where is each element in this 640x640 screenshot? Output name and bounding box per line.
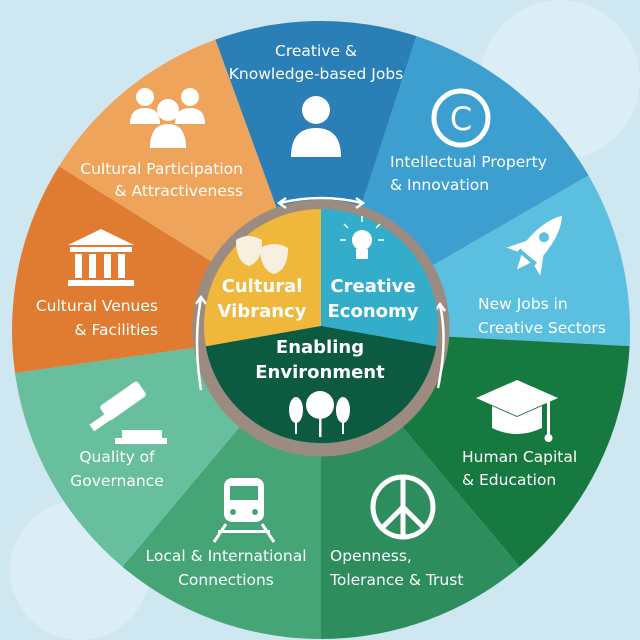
train-icon: [212, 478, 276, 543]
double-arrow-icon: [279, 196, 363, 205]
enabling-environment-label: Environment: [255, 362, 385, 383]
label-line: Knowledge-based Jobs: [229, 65, 403, 83]
label-line: & Attractiveness: [115, 182, 244, 200]
gavel-icon: [89, 381, 167, 444]
arrow-up-icon: [195, 297, 203, 391]
label-line: Intellectual Property: [390, 153, 547, 171]
enabling-environment-label: Enabling: [276, 337, 364, 358]
label-line: Cultural Participation: [80, 160, 243, 178]
peace-icon: [370, 474, 436, 540]
creative-economy-sector: [321, 209, 438, 347]
graduation-cap-icon: [476, 380, 558, 442]
person-icon: [291, 96, 341, 157]
cultural-vibrancy-label: Cultural: [222, 276, 303, 297]
rocket-icon: [506, 215, 562, 276]
cultural-vibrancy-label: Vibrancy: [218, 301, 307, 322]
segment-label-governance: Quality of Governance: [70, 448, 164, 490]
label-line: Creative &: [275, 42, 357, 60]
segment-label-intellectual-property: Intellectual Property & Innovation: [390, 153, 547, 194]
segment-label-new-jobs: New Jobs in Creative Sectors: [478, 295, 606, 337]
cultural-vibrancy-sector: [204, 209, 321, 347]
label-line: & Innovation: [390, 176, 489, 194]
theatre-masks-icon: [236, 236, 288, 274]
segment-label-cultural-venues: Cultural Venues & Facilities: [36, 297, 158, 339]
creative-economy-label: Economy: [327, 301, 418, 322]
label-line: Governance: [70, 472, 164, 490]
segment-label-cultural-participation: Cultural Participation & Attractiveness: [80, 160, 243, 200]
svg-text:C: C: [450, 100, 472, 138]
label-line: Human Capital: [462, 448, 577, 466]
arrow-up-icon: [436, 304, 445, 389]
segment-label-connections: Local & International Connections: [145, 547, 306, 589]
inner-core: [204, 209, 438, 444]
light-bulb-icon: [340, 216, 384, 259]
trees-icon: [289, 391, 350, 437]
label-line: New Jobs in: [478, 295, 568, 313]
label-line: Quality of: [79, 448, 155, 466]
label-line: Connections: [178, 571, 274, 589]
enabling-environment-sector: [205, 326, 437, 444]
segment-label-creative-jobs: Creative & Knowledge-based Jobs: [229, 42, 403, 83]
label-line: & Facilities: [75, 321, 158, 339]
creative-economy-label: Creative: [330, 276, 415, 297]
label-line: Openness,: [330, 547, 412, 565]
label-line: & Education: [462, 471, 556, 489]
label-line: Cultural Venues: [36, 297, 158, 315]
segment-label-openness: Openness, Tolerance & Trust: [329, 547, 463, 589]
cycle-arrows: [194, 196, 447, 391]
segment-person: [215, 20, 417, 330]
building-icon: [68, 229, 134, 286]
label-line: Creative Sectors: [478, 319, 606, 337]
label-line: Tolerance & Trust: [329, 571, 463, 589]
copyright-icon: C: [431, 88, 491, 148]
people-icon: [130, 88, 205, 148]
label-line: Local & International: [145, 547, 306, 565]
segment-label-human-capital: Human Capital & Education: [462, 448, 577, 489]
